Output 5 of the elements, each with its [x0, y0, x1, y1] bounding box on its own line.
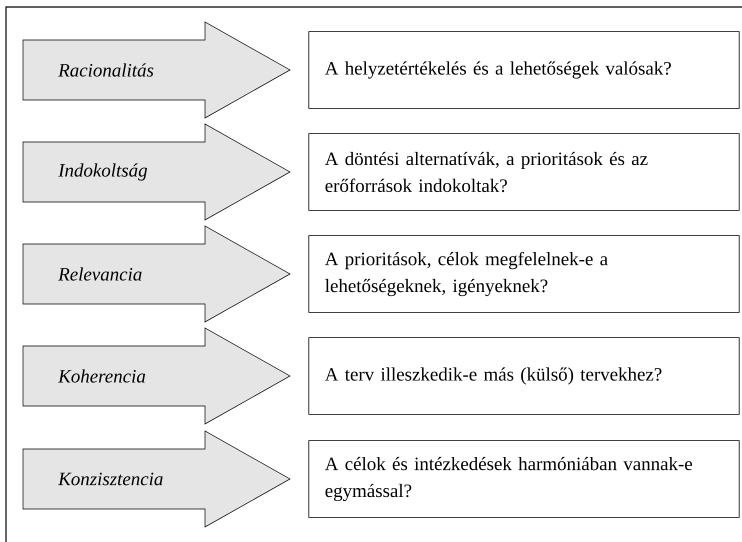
text-box: A döntési alternatívák, a prioritások és az erőforrások indokoltak? — [308, 133, 740, 211]
text-box: A terv illeszkedik-e más (külső) tervekhez? — [308, 337, 740, 415]
text-box: A prioritások, célok megfelelnek-e a lehetőségeknek, igényeknek? — [308, 235, 740, 313]
text-box: A helyzetértékelés és a lehetőségek valósak? — [308, 31, 740, 109]
text-box: A célok és intézkedések harmóniában vannak-e egymással? — [308, 440, 740, 518]
